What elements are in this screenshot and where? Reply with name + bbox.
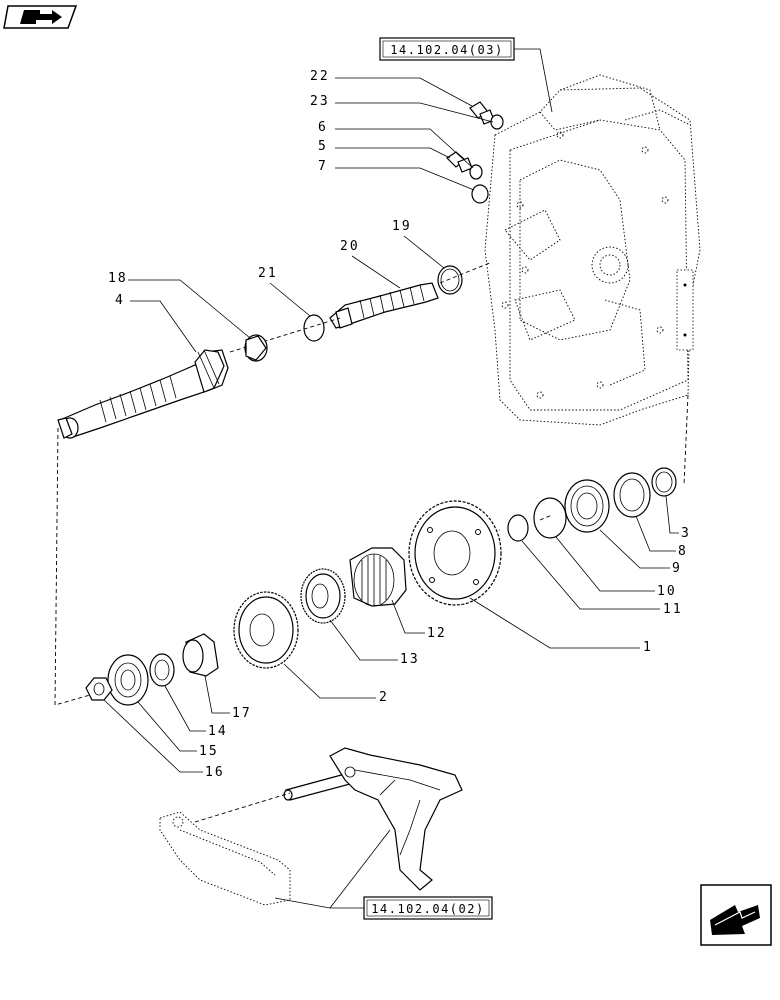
callout-12[interactable]: 12: [391, 599, 447, 641]
svg-text:3: 3: [681, 526, 691, 541]
part-23-washer[interactable]: [490, 114, 504, 130]
part-6-washer[interactable]: [469, 164, 483, 180]
part-11-thrust-ring[interactable]: [507, 514, 529, 542]
svg-text:2: 2: [379, 690, 389, 705]
callout-9[interactable]: 9: [599, 529, 682, 576]
reference-box-top[interactable]: 14.102.04(03): [379, 37, 515, 61]
callout-4[interactable]: 4: [115, 293, 197, 353]
part-19-snap-ring[interactable]: [437, 265, 463, 295]
svg-text:15: 15: [199, 744, 219, 759]
reference-box-bottom[interactable]: 14.102.04(02): [363, 896, 493, 920]
reference-leader-bottom: [274, 829, 391, 909]
assembly-centerline-top: [229, 261, 493, 353]
callout-16[interactable]: 16: [103, 699, 225, 780]
next-arrow-icon[interactable]: [700, 884, 772, 946]
svg-text:10: 10: [657, 584, 677, 599]
svg-text:6: 6: [318, 120, 328, 135]
svg-text:5: 5: [318, 139, 328, 154]
part-12-coupling-sleeve[interactable]: [349, 547, 407, 607]
part-8-bearing-race[interactable]: [613, 472, 651, 518]
callout-2[interactable]: 2: [283, 663, 389, 705]
part-20-splined-shaft[interactable]: [329, 282, 439, 329]
callout-18[interactable]: 18: [108, 271, 251, 339]
callout-14[interactable]: 14: [164, 685, 228, 739]
svg-text:22: 22: [310, 69, 330, 84]
callout-22[interactable]: 22: [310, 69, 473, 107]
part-1-large-gear[interactable]: [408, 500, 502, 606]
callout-10[interactable]: 10: [555, 536, 677, 599]
svg-text:1: 1: [643, 640, 653, 655]
part-7-cap[interactable]: [471, 184, 489, 204]
svg-text:12: 12: [427, 626, 447, 641]
callout-17[interactable]: 17: [204, 675, 252, 721]
assembly-centerline-right: [683, 394, 689, 486]
svg-text:9: 9: [672, 561, 682, 576]
callout-23[interactable]: 23: [310, 94, 494, 123]
part-16-nut[interactable]: [85, 677, 113, 701]
callout-11[interactable]: 11: [521, 540, 683, 617]
part-22-fitting[interactable]: [469, 101, 495, 125]
svg-text:18: 18: [108, 271, 128, 286]
svg-text:13: 13: [400, 652, 420, 667]
callout-1[interactable]: 1: [469, 597, 653, 655]
callout-20[interactable]: 20: [340, 239, 401, 289]
part-10-snap-ring[interactable]: [533, 497, 567, 539]
callout-19[interactable]: 19: [392, 219, 445, 269]
assembly-centerline-left: [54, 427, 91, 706]
svg-text:17: 17: [232, 706, 252, 721]
reference-label-top: 14.102.04(03): [390, 43, 503, 57]
svg-text:16: 16: [205, 765, 225, 780]
svg-text:23: 23: [310, 94, 330, 109]
svg-text:21: 21: [258, 266, 278, 281]
part-15-bearing[interactable]: [107, 654, 149, 706]
part-4-main-shaft[interactable]: [57, 349, 229, 439]
part-2-gear[interactable]: [233, 591, 299, 669]
callout-21[interactable]: 21: [258, 266, 311, 317]
callout-8[interactable]: 8: [635, 515, 688, 559]
svg-text:7: 7: [318, 159, 328, 174]
part-21-o-ring[interactable]: [303, 314, 325, 342]
part-5-plug[interactable]: [446, 151, 473, 173]
callout-7[interactable]: 7: [318, 159, 475, 191]
svg-text:4: 4: [115, 293, 125, 308]
callout-13[interactable]: 13: [329, 619, 420, 667]
transmission-housing: [484, 74, 701, 426]
reference-label-bottom: 14.102.04(02): [371, 902, 484, 916]
reference-leader-top: [514, 48, 553, 113]
callout-15[interactable]: 15: [137, 701, 219, 759]
svg-text:19: 19: [392, 219, 412, 234]
part-18-bushing[interactable]: [244, 334, 268, 362]
part-17-bushing[interactable]: [182, 633, 219, 677]
part-13-hub-gear[interactable]: [300, 568, 346, 624]
callout-6[interactable]: 6: [318, 120, 474, 169]
back-arrow-icon[interactable]: [3, 5, 78, 29]
callout-3[interactable]: 3: [665, 495, 691, 541]
part-14-washer[interactable]: [149, 653, 175, 687]
shift-rail: [159, 792, 291, 906]
svg-text:14: 14: [208, 724, 228, 739]
svg-text:20: 20: [340, 239, 360, 254]
shift-fork-assembly: [283, 747, 463, 891]
callout-5[interactable]: 5: [318, 139, 451, 159]
svg-text:11: 11: [663, 602, 683, 617]
part-9-bearing[interactable]: [564, 479, 610, 533]
svg-text:8: 8: [678, 544, 688, 559]
